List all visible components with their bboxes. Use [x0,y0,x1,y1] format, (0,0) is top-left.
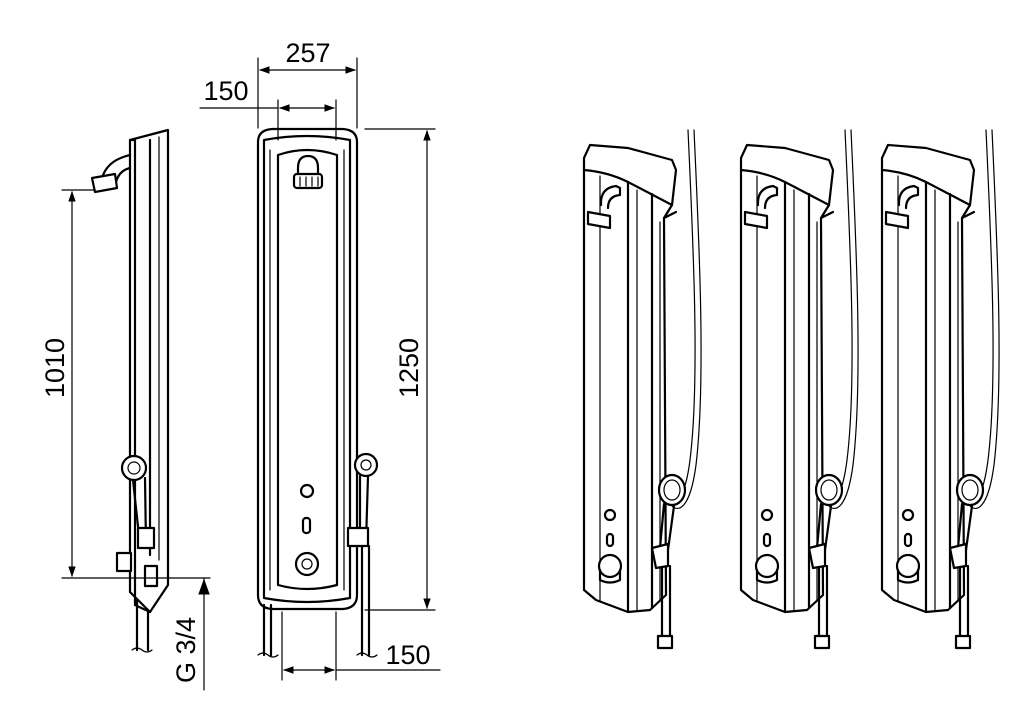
isometric-view-3 [880,128,1001,650]
dim-outlet-height: 1010 [40,338,70,398]
hand-shower-icon [120,454,148,482]
dim-overall-width: 257 [285,38,330,68]
indicator-icon [301,516,312,535]
button-icon [299,483,315,499]
front-view [256,127,379,658]
dim-top-inset-width: 150 [203,76,248,106]
mixer-knob-icon [294,551,320,577]
hand-shower-front-icon [353,452,379,478]
side-view [61,128,211,691]
shower-head-icon [90,172,119,194]
isometric-view-1 [582,129,702,650]
dim-bottom-inset-width: 150 [385,640,430,670]
dim-overall-height: 1250 [394,338,424,398]
overhead-shower-icon [292,172,324,190]
front-dimensions [199,57,441,681]
dim-connection: G 3/4 [171,617,201,683]
isometric-view-2 [739,128,860,650]
